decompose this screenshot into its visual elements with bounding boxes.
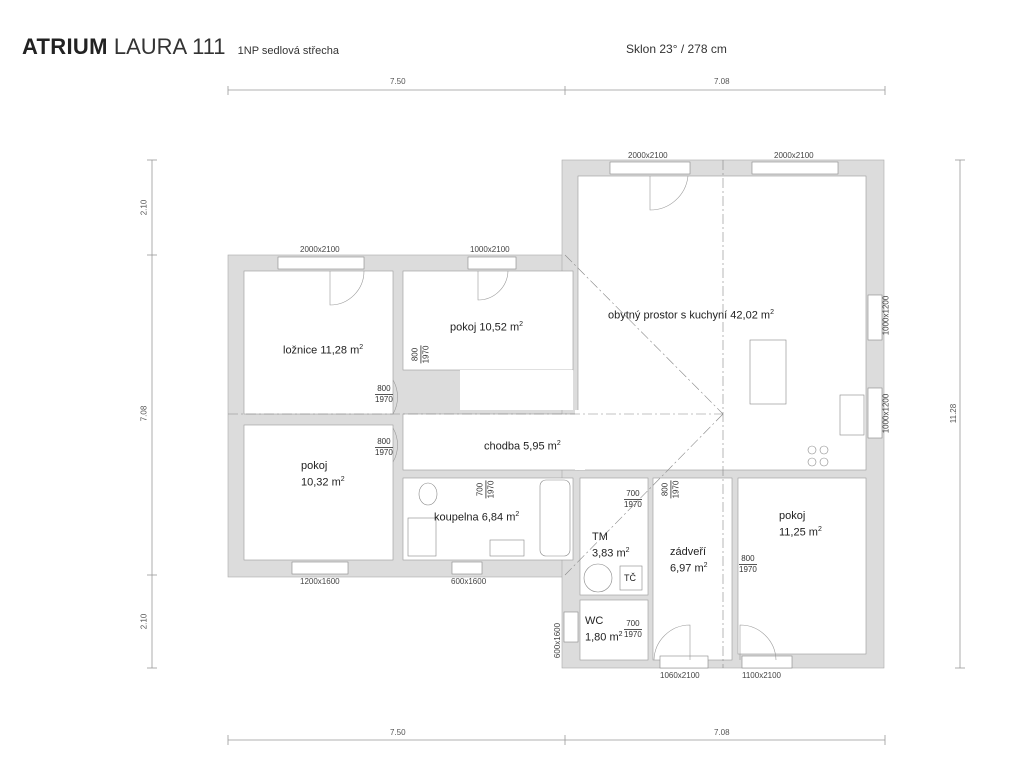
window-label: 2000x2100 [774, 151, 814, 160]
room-obytny [577, 175, 867, 471]
dim-top-left: 7.50 [390, 77, 406, 86]
window-label: 1000x1200 [881, 393, 891, 434]
room-label-loznice: ložnice 11,28 m2 [283, 344, 364, 357]
window-label: 1100x2100 [742, 671, 781, 680]
window-label: 1200x1600 [300, 577, 340, 586]
room-pokoj-2 [243, 424, 394, 561]
fixtures [407, 339, 865, 593]
window-label: 1060x2100 [660, 671, 700, 680]
window-label: 600x1600 [553, 622, 563, 659]
window-label: 2000x2100 [628, 151, 668, 160]
room-chodba [402, 413, 579, 471]
room-pokoj-1-lower [460, 370, 573, 410]
room-zadveri [652, 477, 733, 661]
dim-left-top: 2.10 [139, 199, 149, 216]
dim-left-bottom: 2.10 [139, 613, 149, 630]
dim-left-middle: 7.08 [139, 405, 149, 422]
window-label: 2000x2100 [300, 245, 340, 254]
page-title: ATRIUM LAURA 111 1NP sedlová střecha [22, 34, 339, 60]
dim-bottom-right: 7.08 [714, 728, 730, 737]
roof-lines [228, 160, 724, 668]
room-loznice [243, 270, 394, 415]
room-label-obytny-prostor: obytný prostor s kuchyní 42,02 m2 [608, 309, 774, 322]
brand-name: ATRIUM [22, 34, 108, 59]
roof-slope: Sklon 23° / 278 cm [626, 42, 727, 56]
window-label: 1000x1200 [881, 295, 891, 336]
room-label-pokoj: pokoj 10,52 m2 [450, 321, 524, 334]
windows [277, 161, 883, 669]
dim-right: 11.28 [949, 403, 959, 424]
dim-bottom-left: 7.50 [390, 728, 406, 737]
room-label-koupelna: koupelna 6,84 m2 [434, 511, 520, 524]
dimension-lines [147, 86, 965, 745]
window-label: 600x1600 [451, 577, 487, 586]
heat-pump-label: TČ [624, 573, 636, 583]
dim-top-right: 7.08 [714, 77, 730, 86]
room-pokoj-3 [737, 477, 867, 655]
room-pokoj-1 [402, 270, 574, 371]
room-label-chodba: chodba 5,95 m2 [484, 440, 561, 453]
model-name: LAURA 111 [113, 34, 226, 59]
door-swings [329, 175, 777, 661]
window-label: 1000x2100 [470, 245, 510, 254]
room-wc [579, 599, 649, 661]
subtitle: 1NP sedlová střecha [237, 45, 339, 57]
